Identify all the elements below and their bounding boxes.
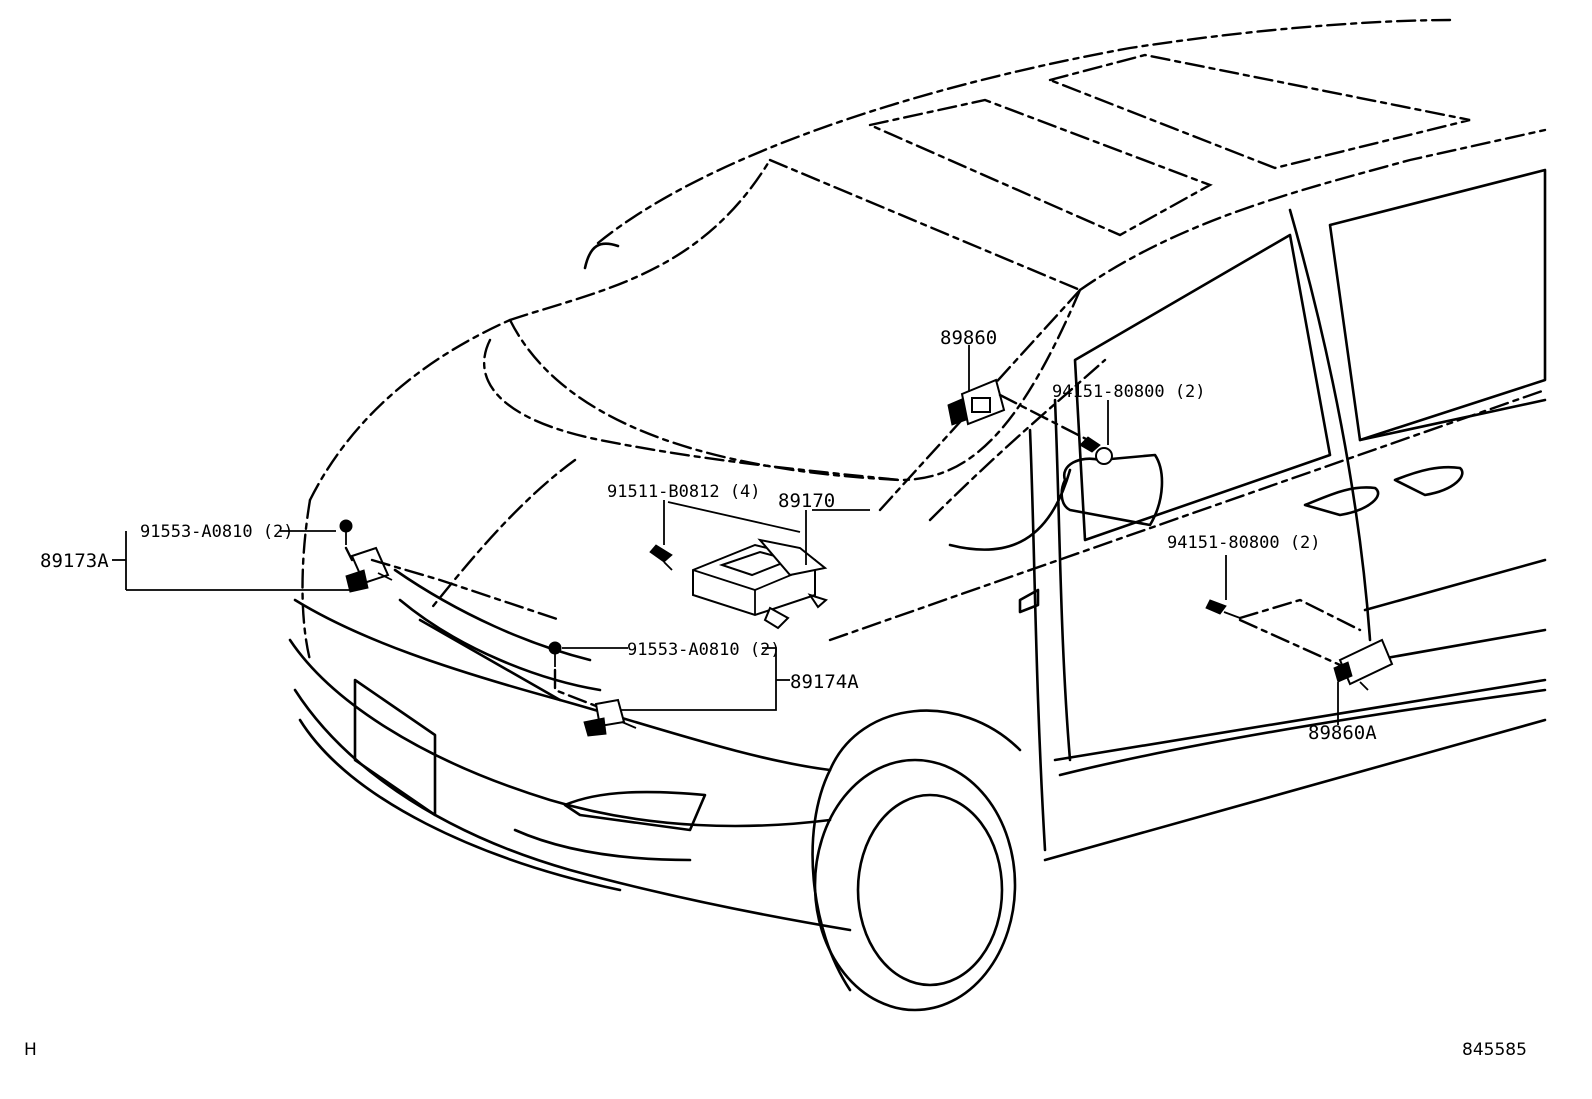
part-89173a-sensor	[345, 546, 393, 593]
part-89860a-sensor	[1333, 638, 1394, 691]
label-89170: 89170	[778, 490, 835, 512]
label-91511: 91511-B0812 (4)	[607, 482, 761, 502]
part-89174a-sensor	[583, 698, 637, 737]
label-89860: 89860	[940, 327, 997, 349]
part-91553-right-bolt	[548, 641, 562, 667]
label-91553-right: 91553-A0810 (2)	[627, 640, 781, 660]
label-89174a: 89174A	[790, 671, 859, 693]
leader-lines	[112, 345, 1362, 725]
label-91553-left: 91553-A0810 (2)	[140, 522, 294, 542]
vehicle-outline	[288, 18, 1547, 1012]
label-94151-lower: 94151-80800 (2)	[1167, 533, 1321, 553]
part-89170-ecu	[692, 538, 829, 630]
label-94151-upper: 94151-80800 (2)	[1052, 382, 1206, 402]
part-89860-sensor	[947, 378, 1006, 426]
footer-left-code: H	[24, 1040, 37, 1060]
part-94151-upper-bolt	[1079, 436, 1113, 465]
footer-right-code: 845585	[1462, 1040, 1527, 1060]
part-91511-bolt	[649, 544, 673, 571]
label-89173a: 89173A	[40, 550, 109, 572]
part-94151-lower-bolt	[1205, 599, 1241, 619]
part-91553-left-bolt	[339, 519, 353, 545]
label-89860a: 89860A	[1308, 722, 1377, 744]
